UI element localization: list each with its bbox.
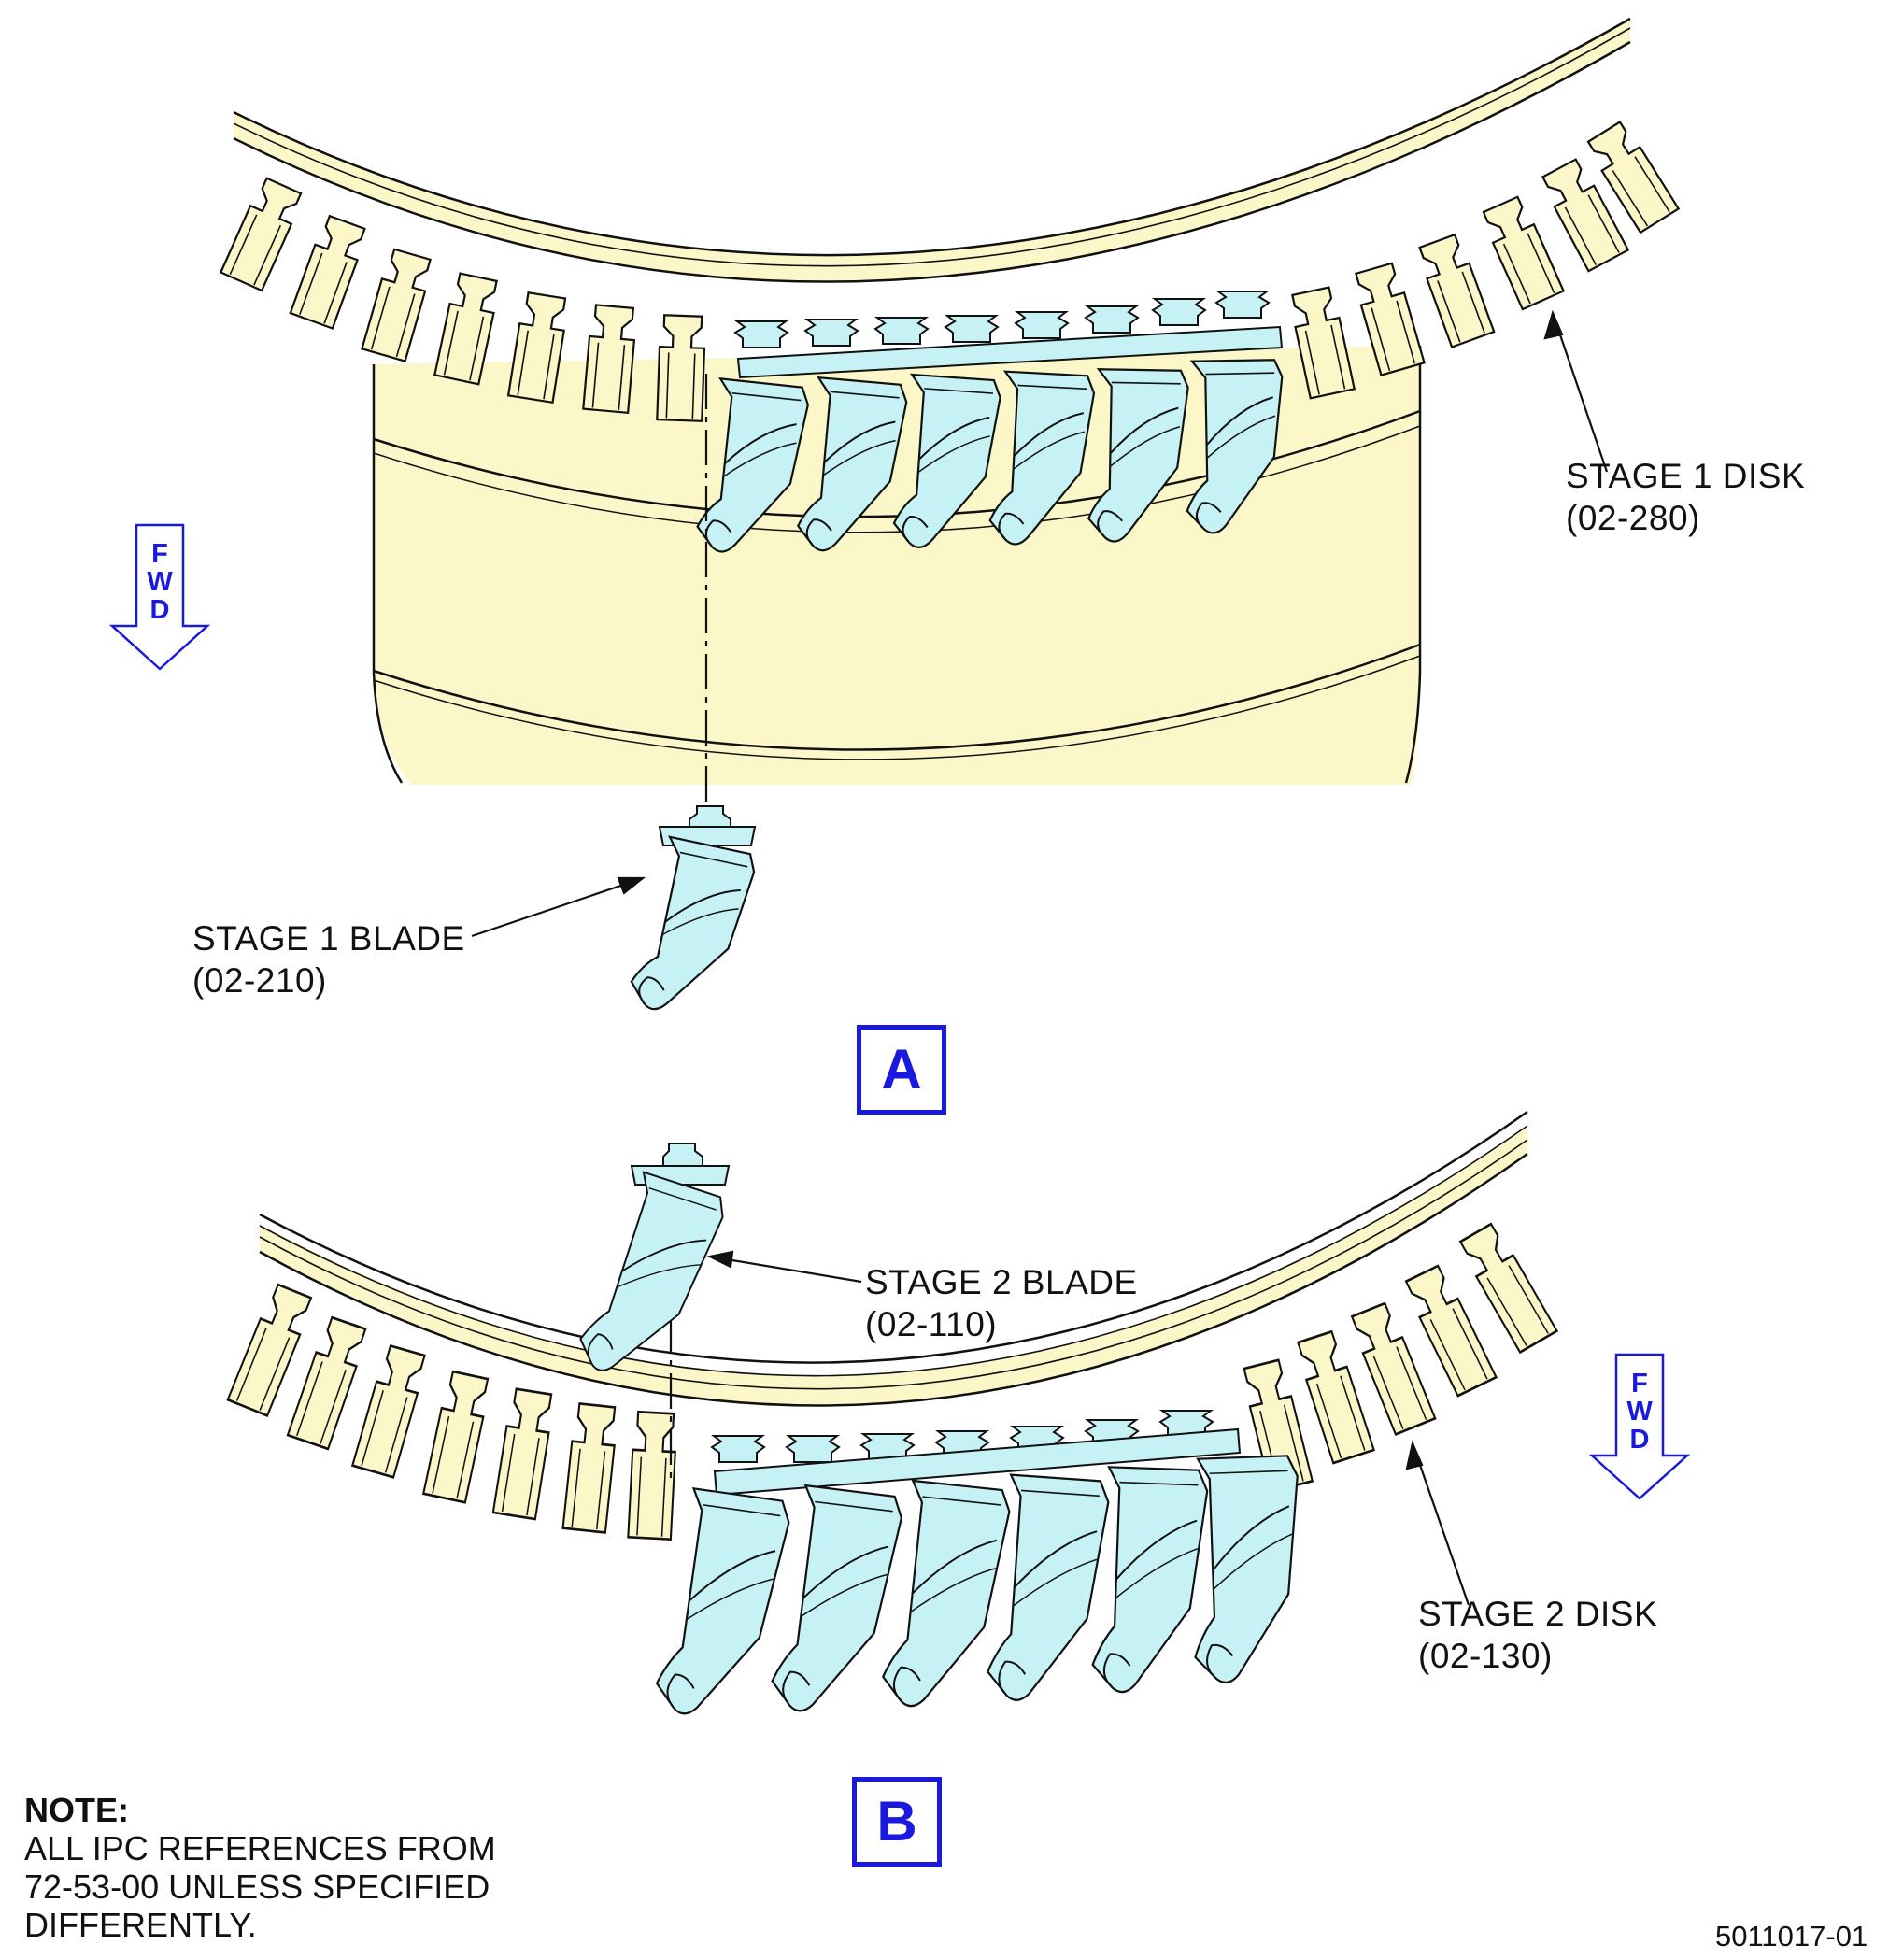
stage1-blade-removed: [625, 805, 759, 1025]
fwd-letter-d: D: [1629, 1425, 1650, 1455]
fwd-arrow-icon: [1588, 1353, 1691, 1500]
stage2-blade-ref: (02-110): [865, 1305, 998, 1343]
stage2-disk-label: STAGE 2 DISK: [1418, 1595, 1658, 1633]
fwd-letter-d: D: [149, 595, 170, 625]
stage1-blade-ref: (02-210): [192, 961, 327, 1000]
note-line: 72-53-00 UNLESS SPECIFIED: [24, 1868, 490, 1906]
stage2-disk-ref: (02-130): [1418, 1637, 1553, 1675]
drawing-note: NOTE: ALL IPC REFERENCES FROM 72-53-00 U…: [24, 1791, 496, 1944]
note-heading: NOTE:: [24, 1791, 129, 1829]
stage1-blade-label: STAGE 1 BLADE: [192, 919, 465, 958]
fwd-letter-w: W: [1626, 1397, 1653, 1427]
figure-id: 5011017-01: [1715, 1920, 1868, 1953]
stage1-blade-callout: STAGE 1 BLADE (02-210): [192, 917, 465, 1001]
leader-lines: [471, 309, 1609, 1606]
stage2-blade-removed: [572, 1143, 731, 1393]
view-b-stage2-disk: [226, 1110, 1558, 1541]
stage2-blade-label: STAGE 2 BLADE: [865, 1263, 1138, 1301]
view-a-label: A: [857, 1025, 946, 1115]
fwd-letter-f: F: [151, 539, 168, 569]
fwd-letter-f: F: [1631, 1369, 1648, 1399]
fwd-letter-w: W: [147, 567, 173, 597]
stage1-disk-callout: STAGE 1 DISK (02-280): [1566, 455, 1805, 539]
stage2-blade-callout: STAGE 2 BLADE (02-110): [865, 1261, 1138, 1345]
view-a-installed-blades: [693, 291, 1286, 561]
note-line: ALL IPC REFERENCES FROM: [24, 1829, 496, 1868]
stage2-disk-callout: STAGE 2 DISK (02-130): [1418, 1593, 1657, 1677]
stage1-disk-ref: (02-280): [1566, 499, 1700, 537]
fwd-arrow-bottom: F W D: [1588, 1353, 1691, 1502]
fwd-arrow-icon: [108, 523, 211, 671]
note-line: DIFFERENTLY.: [24, 1906, 257, 1944]
fwd-arrow-top: F W D: [108, 523, 211, 673]
stage1-disk-label: STAGE 1 DISK: [1566, 457, 1806, 495]
view-b-label: B: [852, 1777, 942, 1867]
view-b-installed-blades: [652, 1410, 1306, 1726]
